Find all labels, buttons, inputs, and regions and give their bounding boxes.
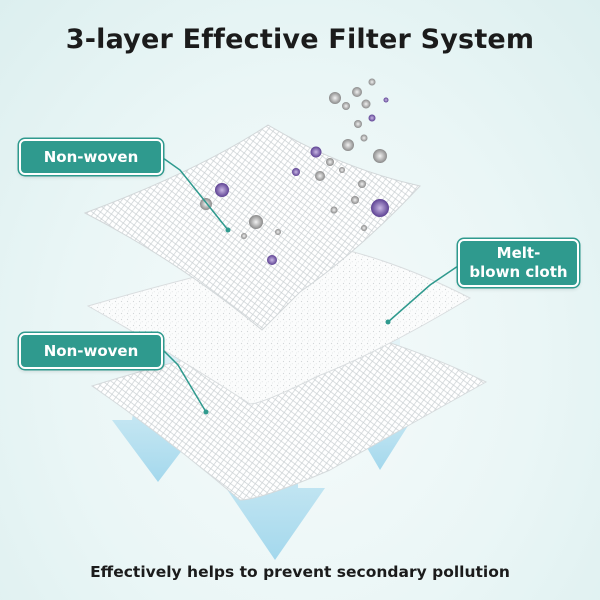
particle: [368, 78, 376, 86]
particle: [368, 114, 376, 122]
particle: [371, 199, 389, 217]
particle: [329, 92, 341, 104]
diagram-title: 3-layer Effective Filter System: [65, 24, 535, 55]
particle: [310, 146, 322, 158]
label-middle-text-line-2: blown cloth: [469, 263, 568, 281]
leader-line-top: [162, 157, 229, 231]
particle: [339, 167, 345, 173]
label-melt-blown-cloth: Melt- blown cloth: [458, 239, 579, 287]
particle: [352, 87, 362, 97]
label-bottom-non-woven: Non-woven: [19, 333, 163, 369]
particle: [342, 139, 354, 151]
particle: [267, 255, 277, 265]
leader-lines: [162, 157, 459, 413]
particle: [373, 149, 387, 163]
leader-dot-bottom: [203, 409, 209, 415]
particle: [249, 215, 263, 229]
leader-line-middle: [387, 265, 459, 323]
caption: Effectively helps to prevent secondary p…: [90, 563, 510, 581]
particle: [326, 158, 334, 166]
particle: [383, 97, 389, 103]
label-top-non-woven: Non-woven: [19, 139, 163, 175]
leader-line-bottom: [162, 349, 207, 413]
particle: [292, 168, 300, 176]
leader-dot-middle: [385, 319, 391, 325]
particle: [360, 134, 368, 142]
particle: [354, 120, 362, 128]
particle: [342, 102, 350, 110]
particle: [215, 183, 229, 197]
particle: [241, 233, 247, 239]
particle: [361, 225, 367, 231]
pollution-particles: [200, 78, 389, 265]
particle: [358, 180, 366, 188]
particle: [361, 99, 371, 109]
particle: [315, 171, 325, 181]
particle: [330, 206, 338, 214]
label-bottom-text: Non-woven: [43, 341, 139, 360]
particle: [351, 196, 359, 204]
label-middle-text-line-1: Melt-: [496, 244, 541, 262]
label-top-text: Non-woven: [43, 147, 139, 166]
particle: [275, 229, 281, 235]
leader-dot-top: [225, 227, 231, 233]
